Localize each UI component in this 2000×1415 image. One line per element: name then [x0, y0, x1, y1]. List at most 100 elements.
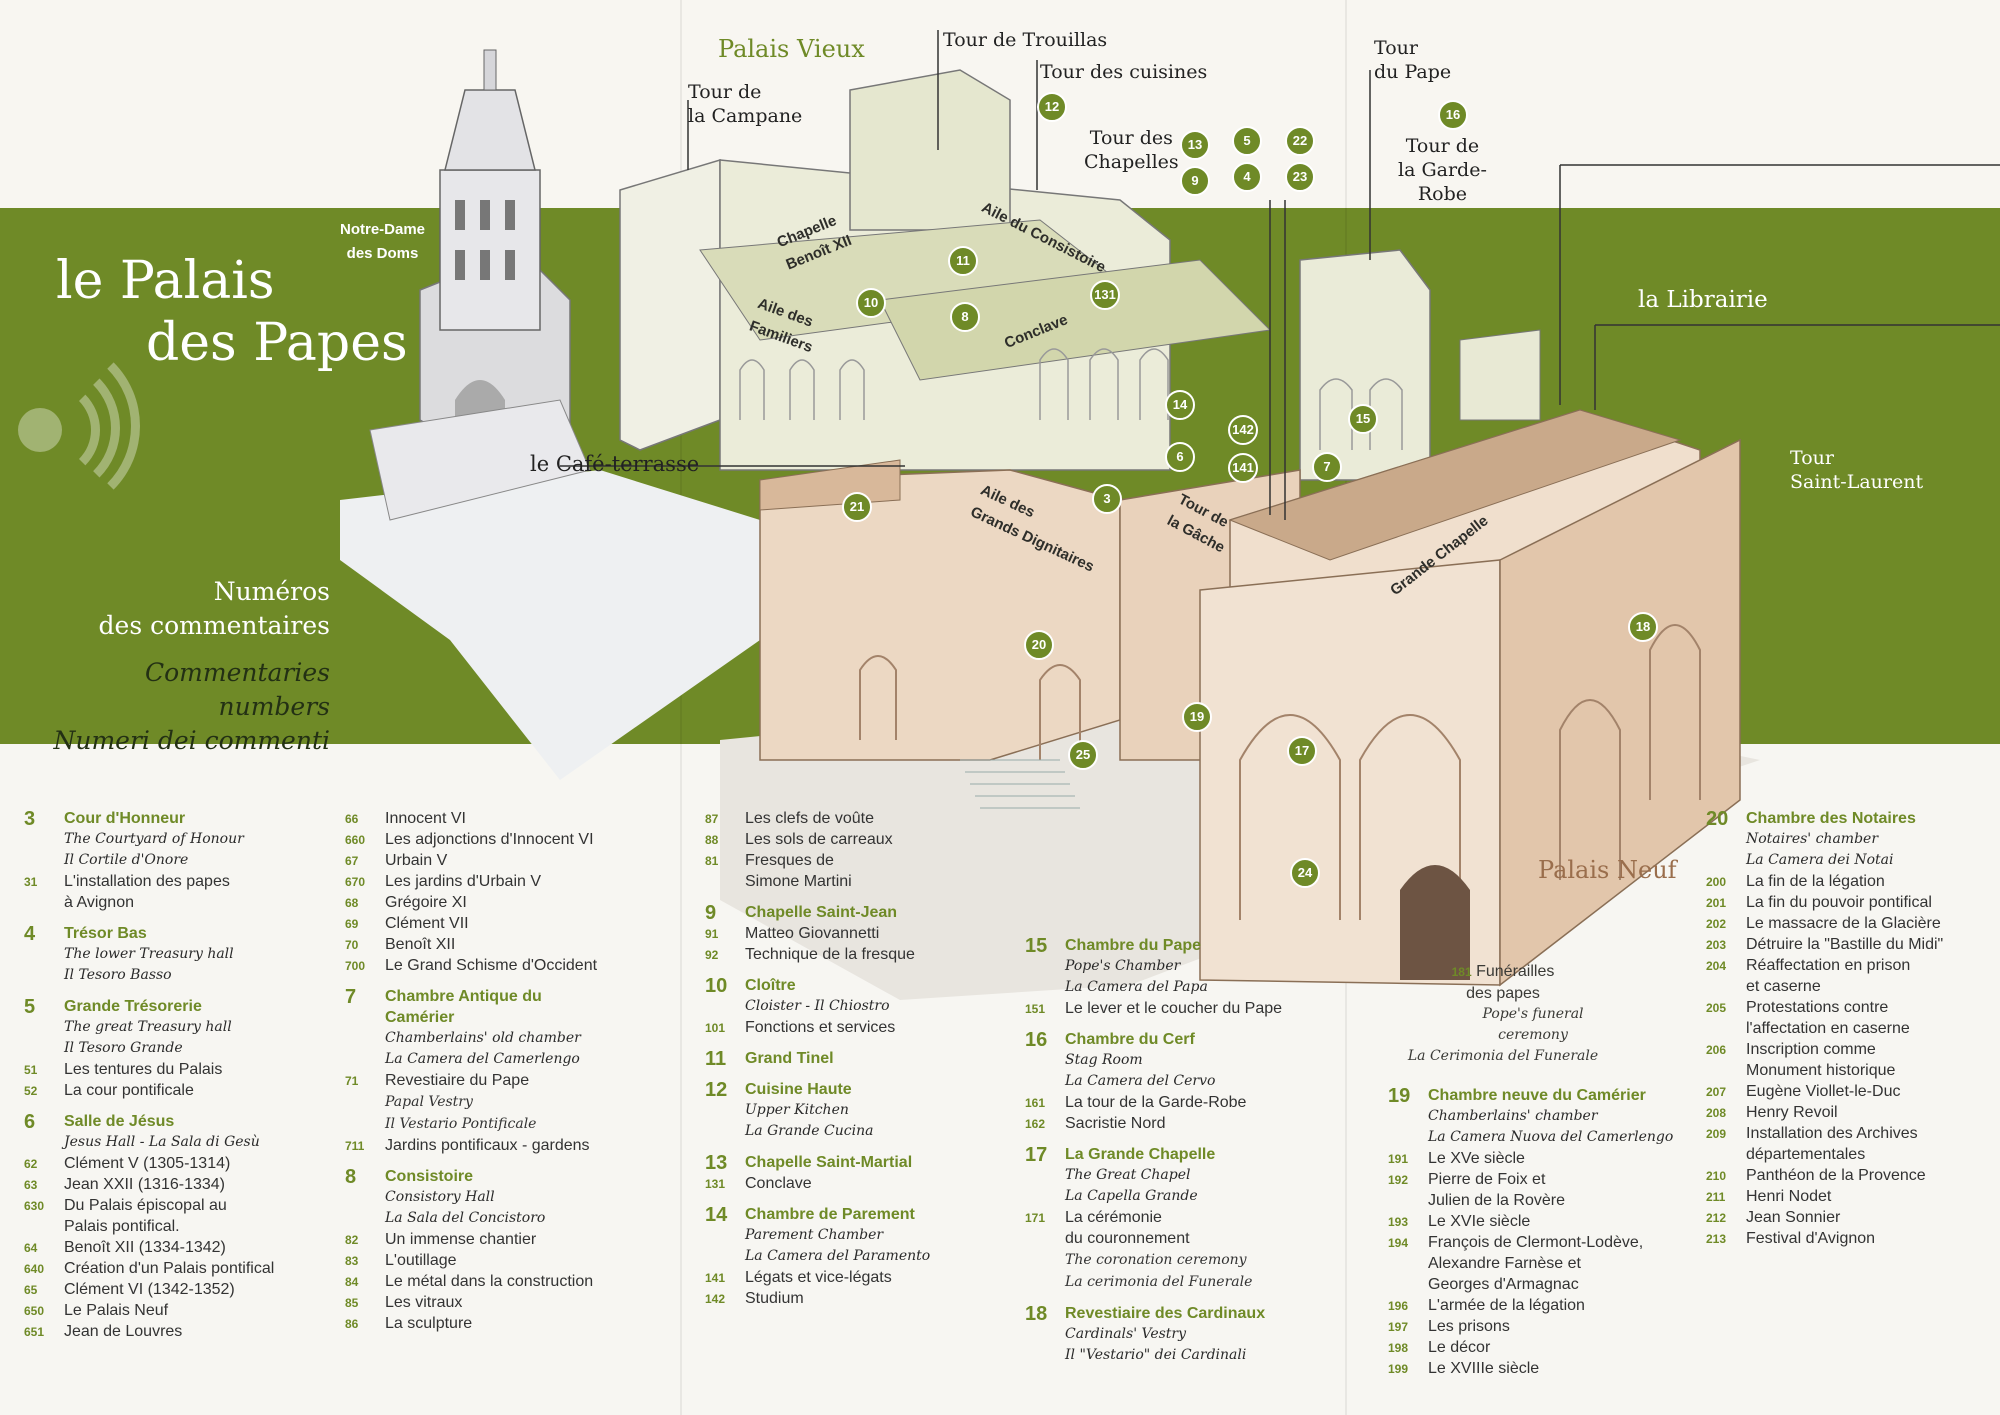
- badge-9[interactable]: 9: [1180, 166, 1210, 196]
- badge-141[interactable]: 141: [1228, 453, 1258, 483]
- commentary-text: Les vitraux: [385, 1294, 463, 1311]
- badge-16[interactable]: 16: [1438, 100, 1468, 130]
- badge-12[interactable]: 12: [1037, 92, 1067, 122]
- badge-10[interactable]: 10: [856, 288, 886, 318]
- commentary-item[interactable]: Papal Vestry: [345, 1091, 665, 1113]
- legend-line-1: Numéros: [213, 577, 330, 606]
- badge-8[interactable]: 8: [950, 302, 980, 332]
- badge-22[interactable]: 22: [1285, 126, 1315, 156]
- section-title: Chambre de Parement: [745, 1206, 915, 1223]
- commentary-text: La fin de la légation: [1746, 873, 1885, 890]
- badge-13[interactable]: 13: [1180, 130, 1210, 160]
- badge-14[interactable]: 14: [1165, 390, 1195, 420]
- badge-11[interactable]: 11: [948, 246, 978, 276]
- commentary-item[interactable]: La cerimonia del Funerale: [1025, 1271, 1345, 1293]
- section-translation: La Camera Nuova del Camerlengo: [1428, 1129, 1674, 1145]
- commentary-number: 68: [345, 896, 359, 910]
- badge-19[interactable]: 19: [1182, 702, 1212, 732]
- badge-24[interactable]: 24: [1290, 858, 1320, 888]
- badge-131[interactable]: 131: [1090, 280, 1120, 310]
- commentary-item[interactable]: The coronation ceremony: [1025, 1249, 1345, 1271]
- badge-142[interactable]: 142: [1228, 415, 1258, 445]
- badge-7[interactable]: 7: [1312, 452, 1342, 482]
- badge-18[interactable]: 18: [1628, 612, 1658, 642]
- commentary-number: 700: [345, 959, 366, 973]
- commentary-text: Festival d'Avignon: [1746, 1230, 1876, 1247]
- badge-17[interactable]: 17: [1287, 736, 1317, 766]
- badge-23[interactable]: 23: [1285, 162, 1315, 192]
- badge-3[interactable]: 3: [1092, 484, 1122, 514]
- commentary-item[interactable]: Il Vestario Pontificale: [345, 1113, 665, 1135]
- badge-25[interactable]: 25: [1068, 740, 1098, 770]
- badge-4[interactable]: 4: [1232, 162, 1262, 192]
- badge-6[interactable]: 6: [1165, 442, 1195, 472]
- badge-5[interactable]: 5: [1232, 126, 1262, 156]
- badge-20[interactable]: 20: [1024, 630, 1054, 660]
- title-line-1: le Palais: [56, 251, 275, 311]
- badge-21[interactable]: 21: [842, 492, 872, 522]
- badge-15[interactable]: 15: [1348, 404, 1378, 434]
